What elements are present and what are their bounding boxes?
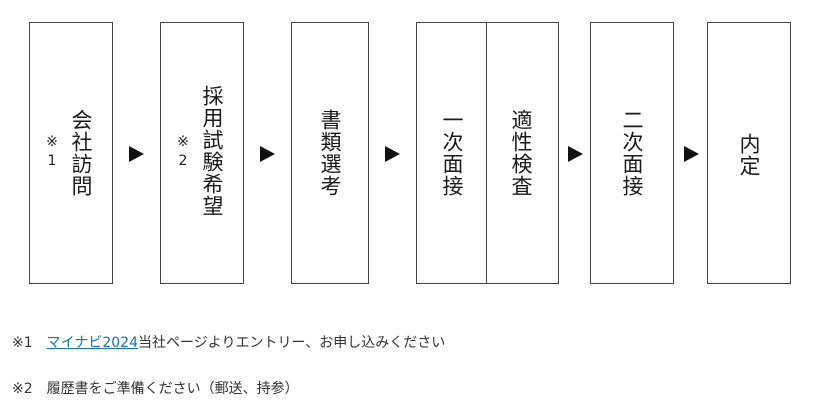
arrow-icon (260, 146, 275, 162)
footnote-mark: ※2 (12, 381, 33, 397)
step-label: 内定 (737, 133, 761, 177)
footnote-text: 当社ページよりエントリー、お申し込みください (138, 335, 446, 351)
step-document-screening: 書類選考 (291, 22, 369, 284)
step-label-first-interview: 一次面接 (440, 109, 464, 197)
arrow-icon (385, 146, 400, 162)
arrow-icon (129, 146, 144, 162)
step-label: 採用試験希望 (200, 85, 224, 217)
step-label: 会社訪問 (69, 109, 93, 197)
footnote-text: 履歴書をご準備ください（郵送、持参） (46, 381, 299, 397)
box-divider (486, 23, 487, 283)
mynavi-link[interactable]: マイナビ2024 (46, 335, 138, 351)
step-note: ※ 2 (173, 133, 193, 171)
step-label: 二次面接 (620, 109, 644, 197)
step-exam-application: 採用試験希望 ※ 2 (160, 22, 244, 284)
step-label: 書類選考 (318, 109, 342, 197)
step-job-offer: 内定 (707, 22, 791, 284)
footnote-1: ※1 マイナビ2024当社ページよりエントリー、お申し込みください (12, 332, 445, 352)
arrow-icon (684, 146, 699, 162)
footnote-mark: ※1 (12, 335, 33, 351)
step-second-interview: 二次面接 (590, 22, 674, 284)
step-label-aptitude-test: 適性検査 (509, 109, 533, 197)
step-company-visit: 会社訪問 ※ 1 (29, 22, 113, 284)
step-first-interview-aptitude: 一次面接 適性検査 (416, 22, 559, 284)
note-mark: ※ (46, 134, 58, 150)
note-mark: ※ (177, 134, 189, 150)
step-note: ※ 1 (42, 133, 62, 171)
note-number: 2 (178, 152, 188, 169)
note-number: 1 (47, 152, 57, 169)
arrow-icon (568, 146, 583, 162)
footnote-2: ※2 履歴書をご準備ください（郵送、持参） (12, 378, 299, 398)
